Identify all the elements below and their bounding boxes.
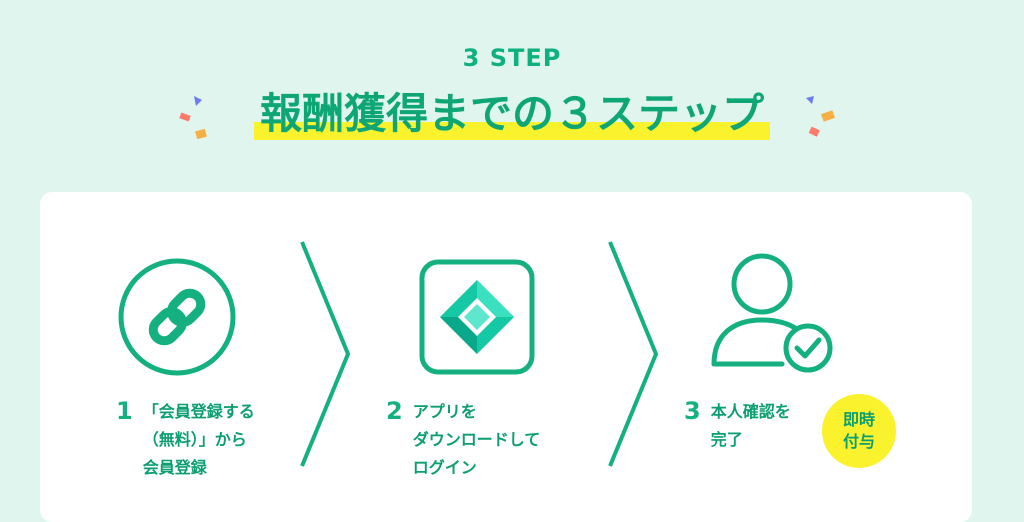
chevron-right-icon	[608, 241, 658, 467]
page-title: 報酬獲得までの３ステップ	[253, 84, 770, 144]
confetti-left-icon	[179, 96, 207, 140]
link-icon	[118, 258, 236, 376]
app-icon	[419, 259, 535, 375]
step-1-label: 1 「会員登録する （無料）」から 会員登録	[116, 397, 255, 477]
confetti-right-icon	[806, 96, 836, 137]
instant-grant-badge: 即時 付与	[822, 394, 896, 468]
step-3-label: 3 本人確認を 完了	[684, 397, 791, 449]
step-2-label: 2 アプリを ダウンロードして ログイン	[386, 397, 541, 477]
title-highlight	[253, 122, 770, 140]
chevron-right-icon	[300, 241, 350, 467]
user-check-icon	[711, 253, 833, 373]
eyebrow-label: 3 STEP	[462, 44, 562, 72]
